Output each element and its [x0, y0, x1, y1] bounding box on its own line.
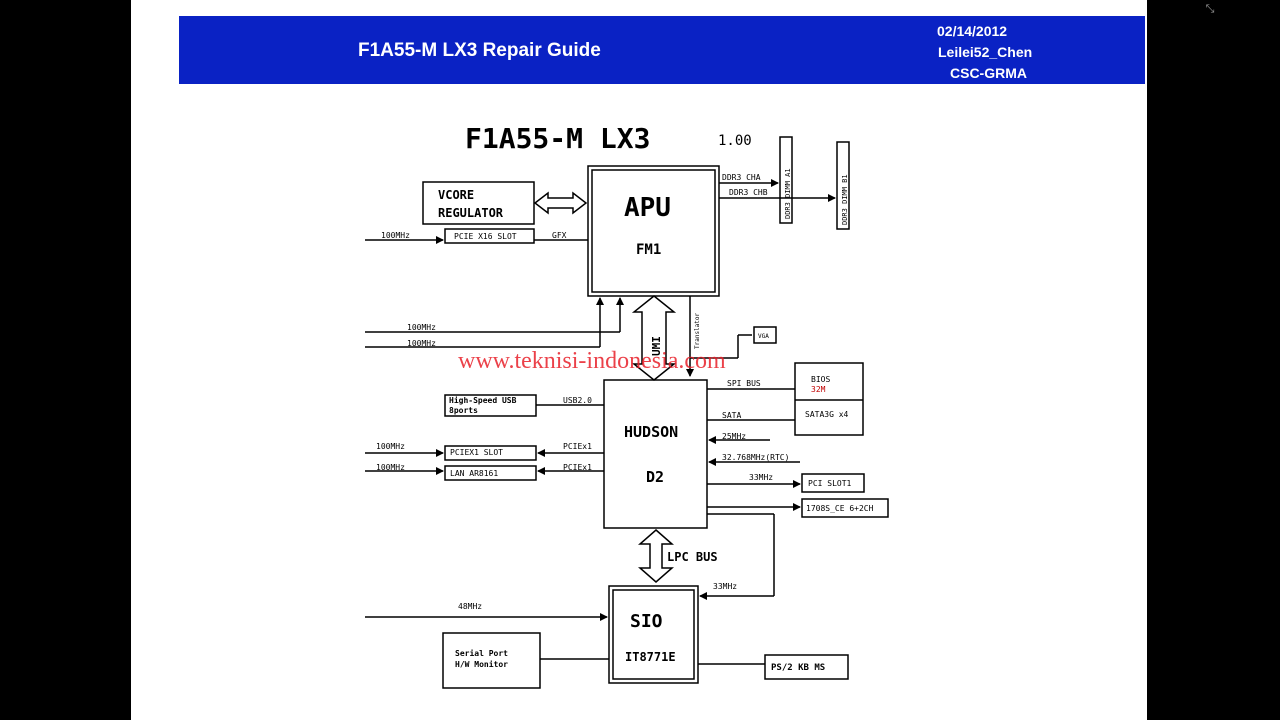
pciex1-slot-clock: 100MHz	[376, 442, 405, 451]
pcie-x16-label: PCIE X16 SLOT	[454, 232, 517, 241]
audio-label: 1708S_CE 6+2CH	[806, 504, 874, 513]
sio-part: IT8771E	[625, 650, 676, 664]
vcore-apu-arrow	[533, 191, 588, 215]
usb-line1: High-Speed USB	[449, 395, 517, 405]
serial-box	[442, 632, 541, 689]
clk-25-label: 25MHz	[722, 432, 746, 441]
lpc-bus-label: LPC BUS	[667, 550, 718, 564]
lpc-arrow	[638, 529, 674, 583]
exit-fullscreen-icon[interactable]: ⤡	[1205, 2, 1215, 15]
slide	[131, 0, 1147, 720]
vga-label: VGA	[758, 333, 769, 340]
spi-bus-label: SPI BUS	[727, 379, 761, 388]
header-bar	[179, 16, 1145, 84]
guide-title: F1A55-M LX3 Repair Guide	[358, 40, 601, 61]
sata-label: SATA	[722, 411, 741, 420]
lan-box	[444, 465, 537, 481]
ps2-label: PS/2 KB MS	[771, 663, 825, 673]
dimm-a1-label: DDR3 DIMM A1	[784, 168, 792, 219]
bios-sata-box	[794, 362, 864, 436]
ps2-box	[764, 654, 849, 680]
gfx-label: GFX	[552, 231, 567, 240]
lan-clock: 100MHz	[376, 463, 405, 472]
header-date: 02/14/2012	[937, 23, 1008, 39]
lan-label: LAN AR8161	[450, 469, 498, 478]
sio-label: SIO	[630, 611, 663, 632]
pcie-x16-clock: 100MHz	[381, 231, 410, 240]
sio-lpc-clock: 33MHz	[713, 582, 737, 591]
serial-line1: Serial Port	[455, 648, 508, 658]
pciex1-bus-1: PCIEx1	[563, 442, 592, 451]
dimm-a1-slot	[779, 136, 793, 224]
bios-size: 32M	[811, 385, 826, 394]
dimm-b1-slot	[836, 141, 850, 230]
vcore-line2: REGULATOR	[438, 206, 504, 220]
clock-in-2: 100MHz	[407, 339, 436, 348]
usb-line2: 8ports	[449, 406, 478, 415]
diagram-title: F1A55-M LX3	[465, 122, 650, 155]
header-org: CSC-GRMA	[950, 65, 1027, 81]
vcore-line1: VCORE	[438, 188, 474, 202]
pcie-x16-slot-box	[444, 228, 535, 244]
bios-label: BIOS	[811, 375, 830, 384]
diagram-version: 1.00	[718, 133, 752, 149]
translator-label: Translator	[694, 312, 701, 349]
umi-label: UMI	[650, 336, 663, 356]
apu-socket: FM1	[636, 242, 661, 258]
pci-slot-box	[801, 473, 865, 493]
pci-clock-label: 33MHz	[749, 473, 773, 482]
pciex1-slot-box	[444, 445, 537, 461]
sio-chip	[608, 585, 699, 684]
ddr3-cha-label: DDR3 CHA	[722, 173, 761, 182]
watermark: www.teknisi-indonesia.com	[458, 348, 726, 374]
apu-chip	[587, 165, 720, 297]
dimm-b1-label: DDR3 DIMM B1	[841, 174, 849, 225]
pciex1-bus-2: PCIEx1	[563, 463, 592, 472]
usb2-label: USB2.0	[563, 396, 592, 405]
ddr3-chb-label: DDR3 CHB	[729, 188, 768, 197]
clk-rtc-label: 32.768MHz(RTC)	[722, 453, 789, 462]
serial-line2: H/W Monitor	[455, 659, 508, 669]
header-author: Leilei52_Chen	[938, 44, 1033, 60]
audio-box	[801, 498, 889, 518]
pciex1-slot-label: PCIEX1 SLOT	[450, 448, 503, 457]
vga-box	[753, 326, 777, 344]
apu-label: APU	[624, 193, 671, 223]
hudson-rev: D2	[646, 468, 664, 486]
clock-in-1: 100MHz	[407, 323, 436, 332]
hudson-label: HUDSON	[624, 423, 678, 441]
pci-slot-label: PCI SLOT1	[808, 479, 852, 488]
hudson-chip	[603, 379, 708, 529]
sata-box-label: SATA3G x4	[805, 410, 849, 419]
sio-clock-label: 48MHz	[458, 602, 482, 611]
